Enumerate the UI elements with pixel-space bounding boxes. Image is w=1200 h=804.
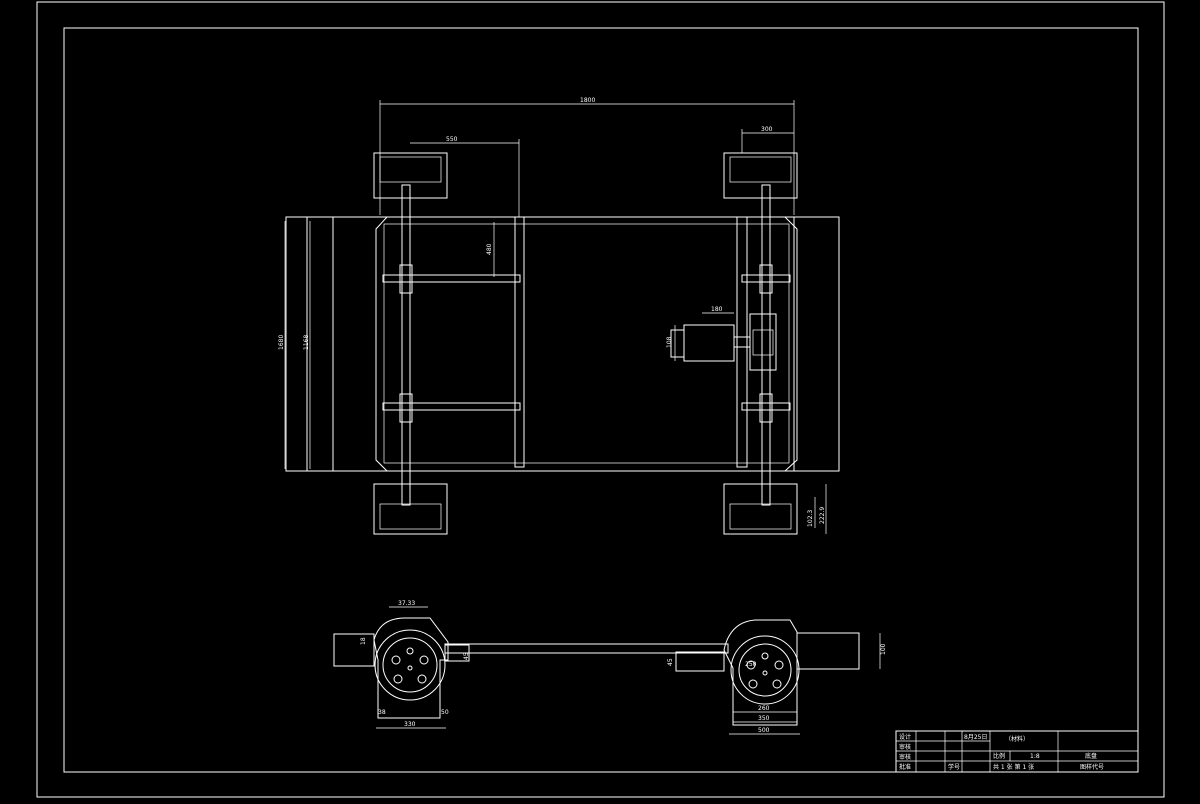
side-right-bolt-2	[774, 660, 784, 670]
dim-wheel-width: 300	[761, 126, 773, 133]
inner-border	[63, 27, 1139, 773]
side-left-wheel	[374, 629, 446, 701]
wheel-top-left-inner	[379, 156, 442, 183]
side-right-bolt-5	[761, 652, 769, 660]
frame-inner	[383, 223, 790, 464]
side-right-hub	[762, 670, 768, 676]
dim-side-right-total: 500	[758, 727, 770, 734]
wheel-bottom-left	[373, 483, 448, 535]
wheel-bottom-right-inner	[729, 503, 792, 530]
tb-row4-col1: 批准	[899, 763, 911, 771]
dim-side-top-width: 37.33	[398, 600, 415, 607]
tb-student-id: 学号	[948, 763, 960, 771]
dim-side-left-total: 330	[404, 721, 416, 728]
motor-shaft	[733, 336, 751, 348]
side-left-bolt-3	[393, 674, 403, 684]
wheel-bottom-right	[723, 483, 798, 535]
dim-side-left-height: 18	[360, 637, 367, 645]
side-right-end	[796, 632, 860, 670]
dim-side-end-height: 100	[880, 643, 887, 655]
axle-bearing-ru	[759, 264, 773, 294]
side-left-bolt-4	[417, 674, 427, 684]
tb-product: 底盘	[1085, 752, 1097, 760]
dim-motor-height: 108	[666, 336, 673, 348]
tb-row1-col1: 设计	[899, 733, 911, 741]
side-right-housing	[723, 619, 798, 726]
dim-wheel-offset: 550	[446, 136, 458, 143]
crossbar-lower-right	[741, 402, 791, 411]
side-right-wheel	[730, 635, 800, 705]
dim-side-right-label: 250	[745, 661, 757, 668]
side-bar-right-block	[675, 651, 725, 672]
side-left-end	[333, 633, 375, 667]
crossbar-upper-left	[382, 274, 521, 283]
side-view: 37.33 18 45 38 50 330 45 250 260 350 500…	[333, 600, 887, 735]
wheel-top-right-inner	[729, 156, 792, 183]
tb-sheet-text: 共 1 张 第 1 张	[993, 763, 1034, 771]
dim-side-axle: 45	[463, 652, 470, 660]
axle-bearing-ll	[399, 393, 413, 423]
axle-right	[761, 184, 771, 506]
dim-overall-width: 1680	[278, 335, 285, 350]
side-left-hub	[407, 665, 413, 671]
platform-outline	[285, 216, 840, 472]
dim-wheel-h-large: 222.9	[819, 507, 826, 524]
wheel-top-left	[373, 152, 448, 199]
axle-bearing-rl	[759, 393, 773, 423]
tb-scale-label: 比例	[993, 752, 1005, 760]
dim-side-right-h: 45	[667, 658, 674, 666]
outer-border	[36, 1, 1165, 798]
dim-side-left-b: 50	[441, 709, 449, 716]
dim-overall-length: 1800	[580, 97, 595, 104]
dim-side-left-a: 38	[378, 709, 386, 716]
tb-drawing-code: 图样代号	[1080, 763, 1104, 771]
motor-body	[683, 324, 735, 362]
wheel-top-right	[723, 152, 798, 199]
title-block: 设计 审核 审核 批准 8月25日 （材料） 比例 1:8 底盘 共 1 张 第…	[895, 730, 1139, 773]
dim-side-right-b: 350	[758, 715, 770, 722]
side-left-bolt-1	[391, 655, 401, 665]
wheel-bottom-left-inner	[379, 503, 442, 530]
tb-row3-col1: 审核	[899, 753, 911, 761]
tb-scale-value: 1:8	[1030, 753, 1040, 760]
top-view: 1800 550 300 480 1680 1168 180 108 102.3…	[278, 97, 840, 535]
side-left-cap	[444, 644, 470, 662]
gearbox-inner	[752, 329, 774, 356]
crossbar-upper-right	[741, 274, 791, 283]
center-beam	[514, 216, 525, 468]
tb-date: 8月25日	[964, 734, 987, 741]
title-block-frame	[895, 730, 1139, 773]
frame-outline	[375, 216, 798, 472]
dim-crossbar-spacing: 480	[486, 243, 493, 255]
dim-side-right-a: 260	[758, 705, 770, 712]
side-right-bolt-3	[748, 679, 758, 689]
tb-row2-col1: 审核	[899, 743, 911, 751]
side-left-bolt-2	[419, 655, 429, 665]
axle-left	[401, 184, 411, 506]
gearbox	[749, 313, 777, 371]
side-left-wheel-inner	[382, 637, 438, 693]
axle-bearing-lu	[399, 264, 413, 294]
side-left-housing	[373, 617, 449, 719]
crossbar-lower-left	[382, 402, 521, 411]
dim-wheel-h-small: 102.3	[807, 510, 814, 527]
tb-material: （材料）	[1005, 735, 1029, 743]
dim-inner-width: 1168	[303, 335, 310, 350]
side-right-wheel-inner	[738, 643, 792, 697]
side-right-bolt-4	[772, 679, 782, 689]
right-beam	[736, 216, 748, 468]
motor-cap	[670, 329, 685, 358]
side-left-bolt-5	[406, 647, 414, 655]
side-right-bolt-1	[746, 660, 756, 670]
dim-motor-length: 180	[711, 306, 723, 313]
